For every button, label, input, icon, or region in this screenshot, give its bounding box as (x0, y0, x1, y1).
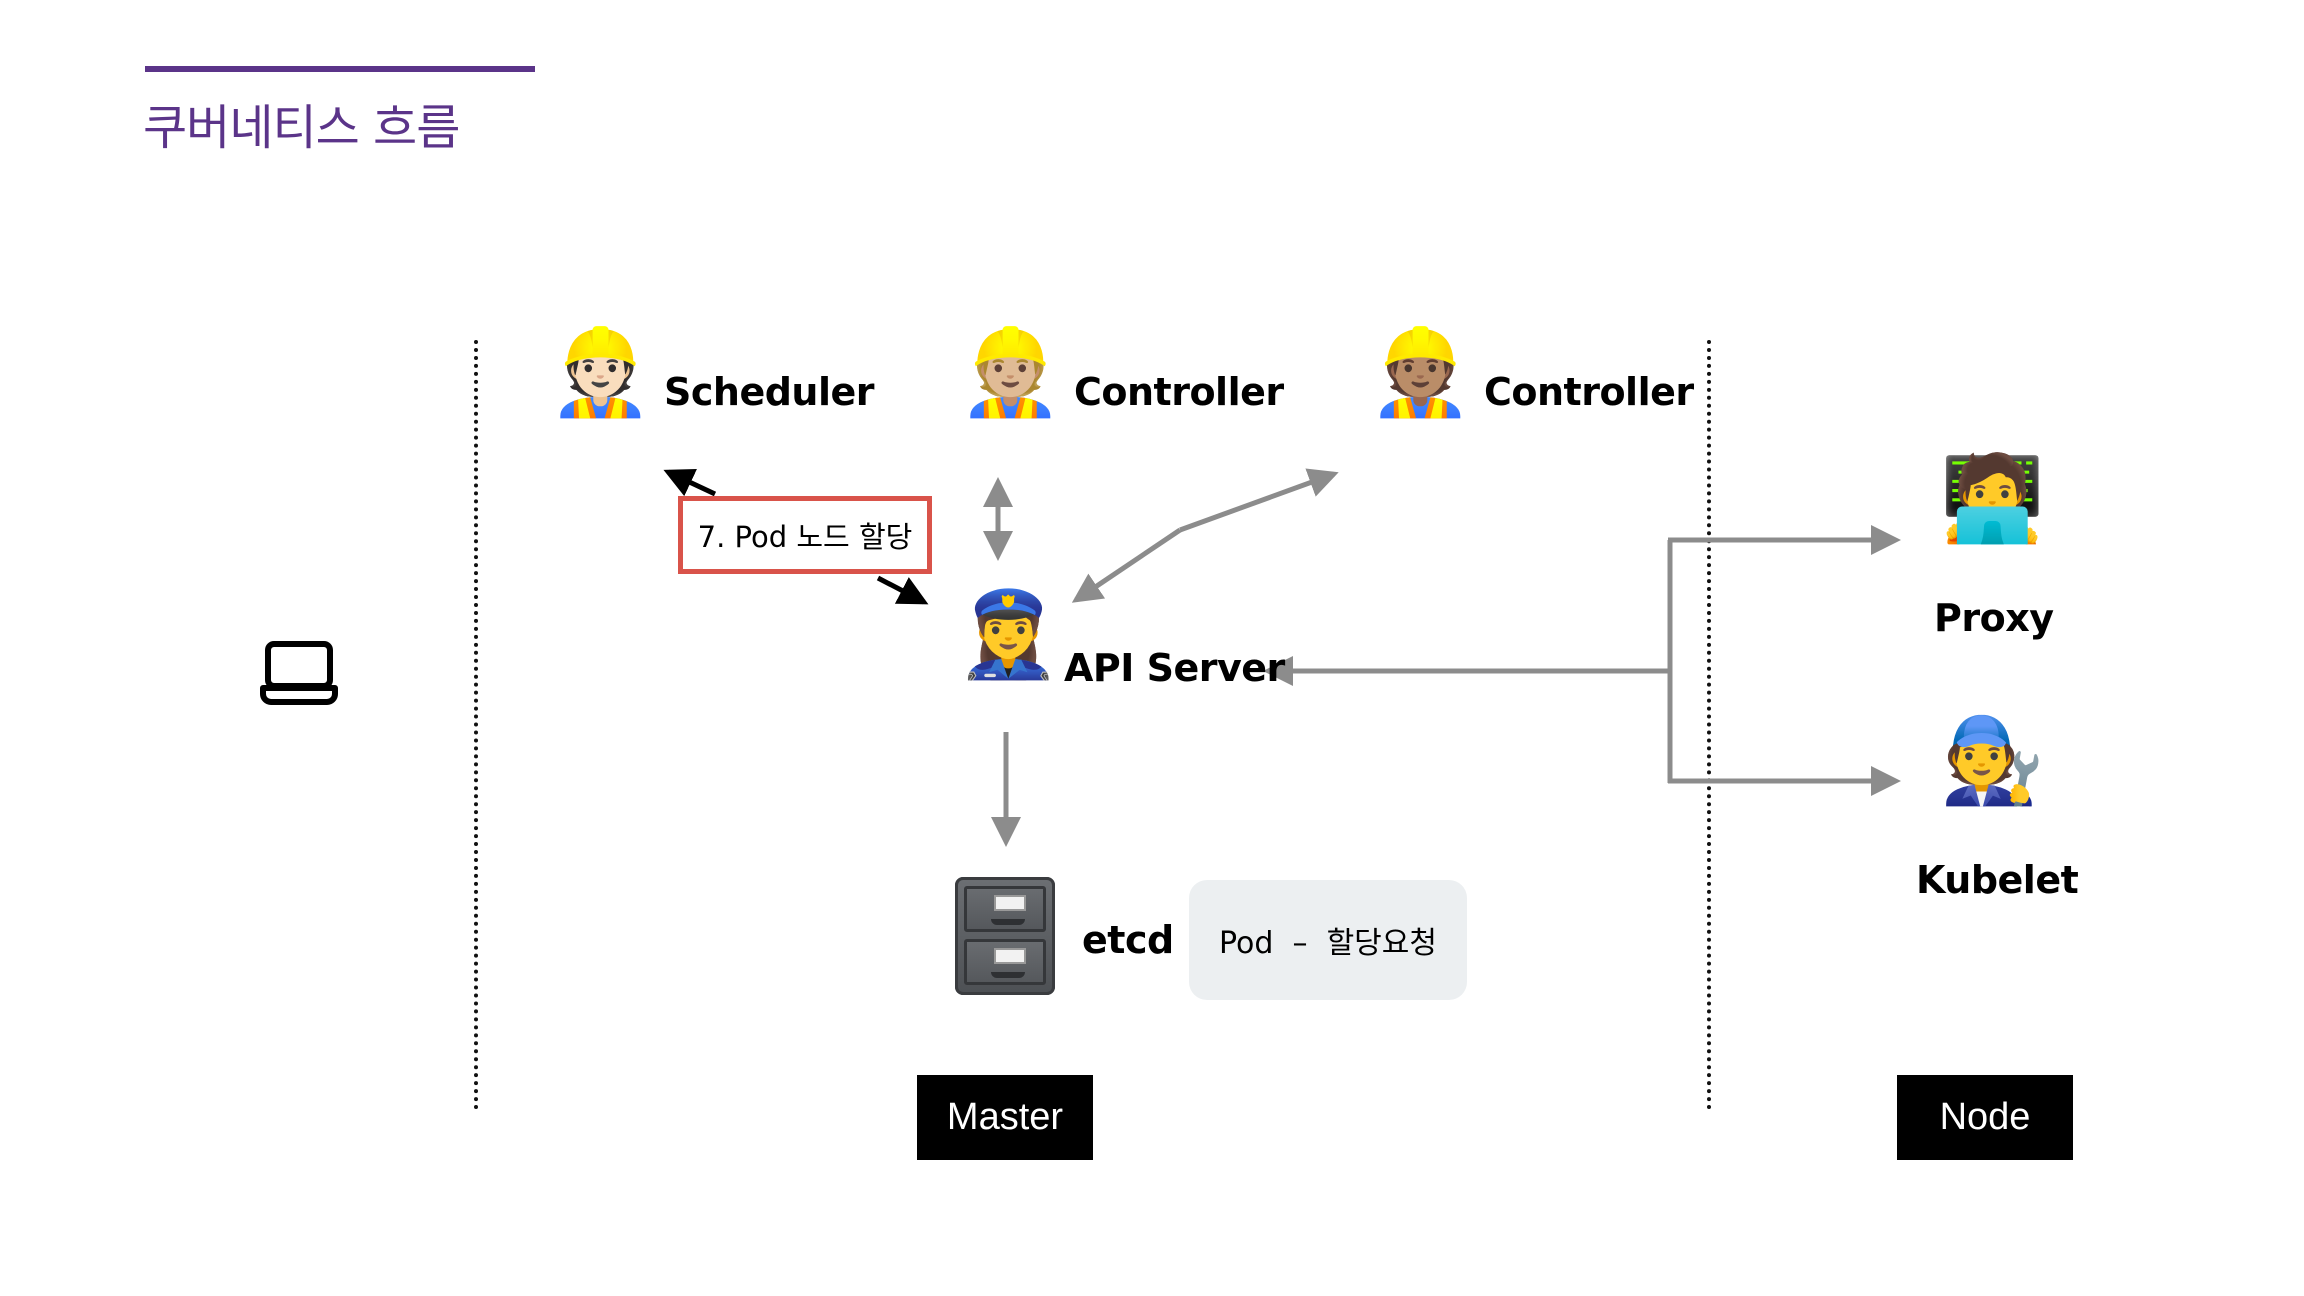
title-underline (145, 66, 535, 72)
police-officer-icon: 👮‍♀️ (956, 585, 1061, 683)
pod-node-assign-callout: 7. Pod 노드 할당 (678, 496, 932, 574)
client-master-divider (474, 340, 478, 1110)
construction-worker-icon: 👷🏼 (958, 323, 1063, 421)
controller-label-2: Controller (1484, 370, 1694, 414)
controller2-api-arrow-up (1179, 468, 1339, 533)
construction-worker-icon: 👷🏽 (1368, 323, 1473, 421)
etcd-note: Pod – 할당요청 (1189, 880, 1467, 1000)
master-node-divider (1707, 340, 1711, 1110)
master-tag: Master (917, 1075, 1093, 1160)
page-title: 쿠버네티스 흐름 (143, 100, 460, 156)
node-tag: Node (1897, 1075, 2073, 1160)
controller-label-1: Controller (1074, 370, 1284, 414)
controller2-api-arrow-down (1071, 527, 1182, 603)
callout-text: 7. Pod 노드 할당 (697, 520, 913, 554)
etcd-note-text: Pod – 할당요청 (1219, 926, 1437, 961)
laptop-icon (260, 640, 338, 706)
kubelet-label: Kubelet (1916, 858, 2079, 902)
api-server-label: API Server (1064, 646, 1285, 690)
scheduler-api-arrow-down (876, 575, 929, 605)
construction-worker-icon: 👷🏻 (548, 323, 653, 421)
file-cabinet-icon (955, 877, 1055, 995)
technologist-icon: 🧑‍💻 (1940, 449, 2045, 547)
etcd-label: etcd (1082, 918, 1174, 962)
mechanic-icon: 🧑‍🔧 (1940, 711, 2045, 809)
proxy-label: Proxy (1934, 596, 2054, 640)
scheduler-label: Scheduler (664, 370, 875, 414)
scheduler-api-arrow-up (663, 469, 717, 497)
